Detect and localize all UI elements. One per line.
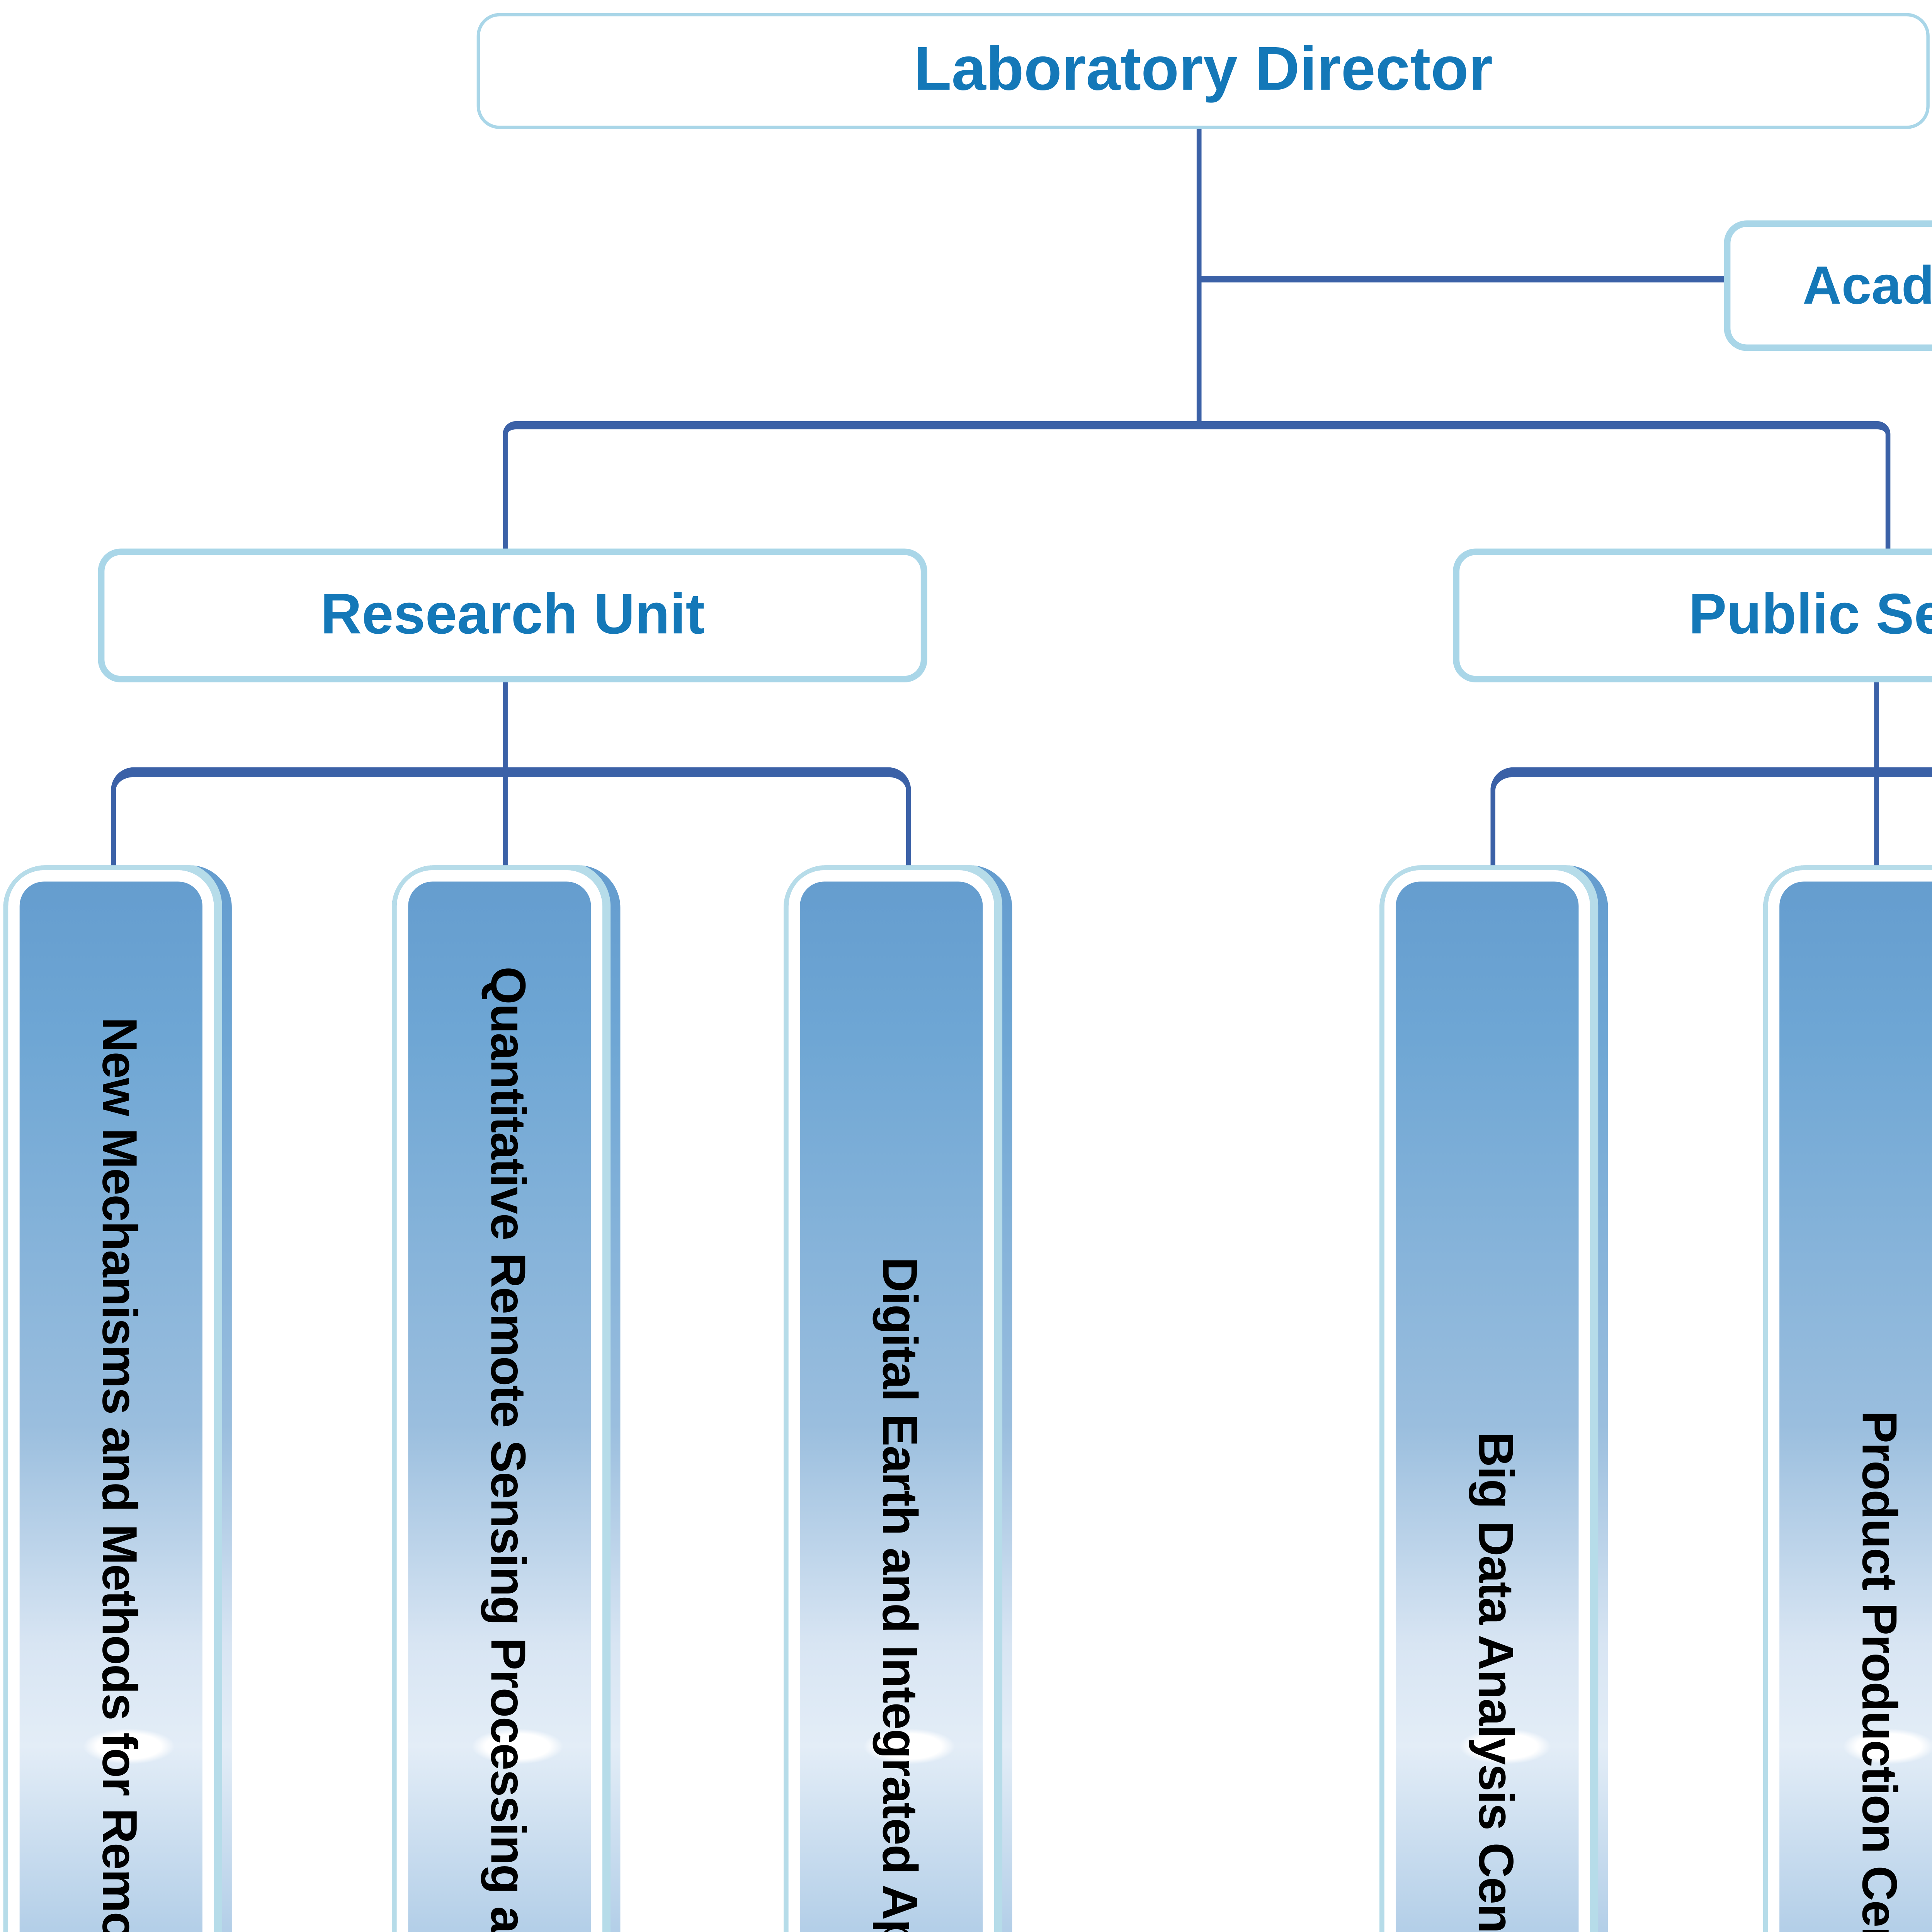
bar-big-data-analysis-label: Big Data Analysis Center [1468, 1432, 1522, 1932]
connector-research-unit-trunk [503, 666, 508, 771]
node-laboratory-director: Laboratory Director [476, 13, 1930, 129]
node-public-service: Public Service [1453, 548, 1932, 683]
bar-product-production: Product Production Center [1763, 865, 1932, 1932]
connector-research-middle-drop [503, 774, 508, 869]
connector-research-distributor [111, 767, 911, 878]
node-research-unit: Research Unit [98, 548, 927, 683]
connector-service-middle-drop [1874, 774, 1879, 869]
bar-digital-earth-label: Digital Earth and Integrated Application… [872, 1257, 926, 1932]
bar-quantitative-remote-sensing-label: Quantitative Remote Sensing Processing a… [480, 966, 534, 1932]
node-academic-committee-label: Academic Committee [1803, 255, 1932, 315]
connector-public-service-trunk [1874, 666, 1879, 771]
node-public-service-label: Public Service [1688, 583, 1932, 647]
bar-digital-earth: Digital Earth and Integrated Application… [783, 865, 1012, 1932]
connector-level2-distributor [503, 421, 1891, 560]
bar-new-mechanisms-label: New Mechanisms and Methods for Remote Se… [91, 1016, 146, 1932]
connector-academic-committee-branch [1200, 276, 1724, 282]
node-research-unit-label: Research Unit [320, 583, 705, 647]
bar-new-mechanisms: New Mechanisms and Methods for Remote Se… [3, 865, 232, 1932]
node-academic-committee: Academic Committee [1724, 220, 1932, 351]
bar-quantitative-remote-sensing: Quantitative Remote Sensing Processing a… [391, 865, 621, 1932]
node-laboratory-director-label: Laboratory Director [913, 36, 1493, 105]
bar-big-data-analysis: Big Data Analysis Center [1379, 865, 1608, 1932]
connector-service-distributor [1490, 767, 1932, 878]
bar-product-production-label: Product Production Center [1851, 1410, 1905, 1932]
connector-root-trunk [1196, 122, 1202, 425]
